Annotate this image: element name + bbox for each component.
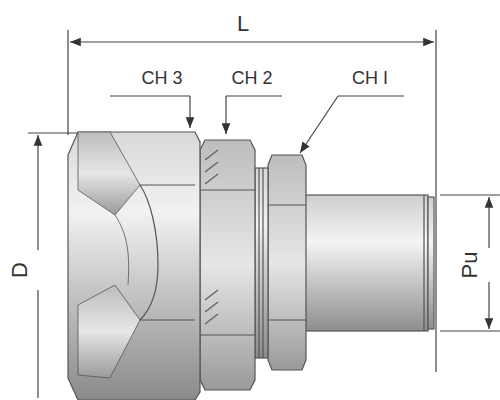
part-label: CH 3 — [141, 69, 182, 87]
part-label: CH 2 — [231, 69, 272, 87]
part-label: CH I — [352, 69, 388, 87]
fitting-body — [68, 132, 434, 400]
dimension-label: D — [9, 262, 31, 278]
dimension-label: Pu — [459, 252, 481, 279]
thread — [205, 150, 218, 324]
dimension-label: L — [237, 13, 249, 35]
